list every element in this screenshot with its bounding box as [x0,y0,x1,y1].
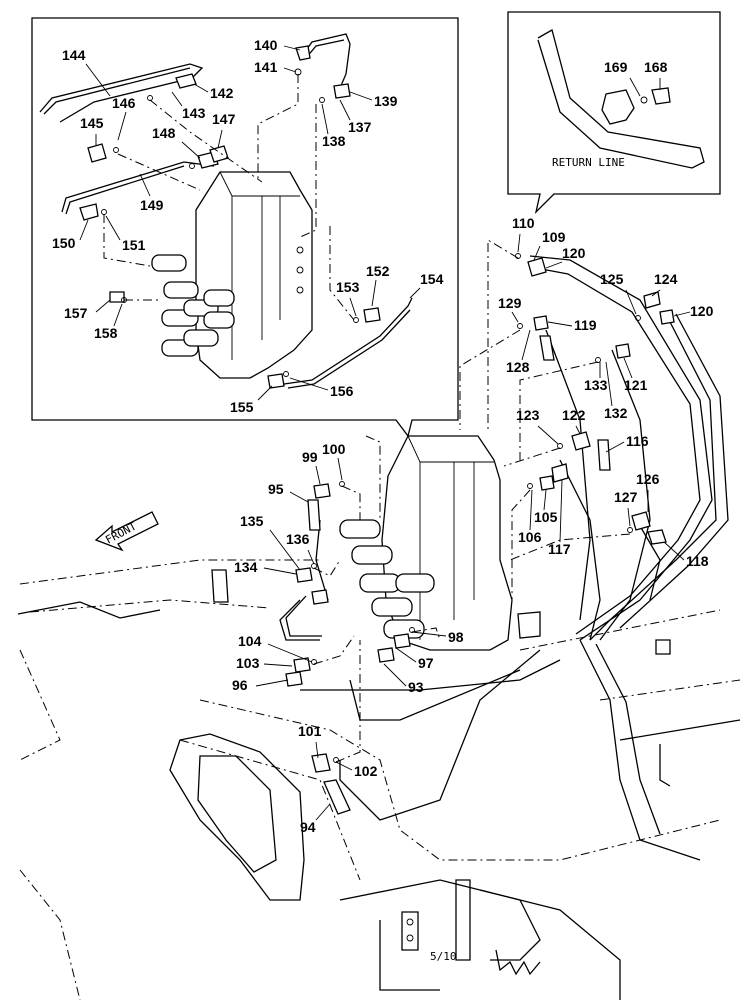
callout-128: 128 [506,359,530,375]
callout-142: 142 [210,85,234,101]
callout-133: 133 [584,377,608,393]
callout-110: 110 [512,215,535,231]
callout-106: 106 [518,529,542,545]
detail-frame-upper [31,17,459,438]
callout-151: 151 [122,237,146,253]
fittings-detail [79,45,381,389]
callout-139: 139 [374,93,398,109]
callout-149: 149 [140,197,164,213]
callout-134: 134 [234,559,258,575]
fittings-main [285,253,675,815]
callout-118: 118 [686,553,709,569]
callout-120-b: 120 [690,303,714,319]
callout-99: 99 [302,449,318,465]
callout-148: 148 [152,125,176,141]
callout-105: 105 [534,509,558,525]
callout-93: 93 [408,679,424,695]
page-reference: 5/10 [430,950,457,963]
callout-147: 147 [212,111,236,127]
callout-154: 154 [420,271,444,287]
leaders-detail [103,74,355,321]
pilot-pipes-detail [39,33,413,389]
callout-116: 116 [626,433,649,449]
callout-129: 129 [498,295,522,311]
callout-95: 95 [268,481,284,497]
valve-spools-detail [151,254,235,357]
callout-103: 103 [236,655,260,671]
machine-frame [17,559,741,1000]
callout-124: 124 [654,271,678,287]
callout-155: 155 [230,399,254,415]
callout-117: 117 [548,541,571,557]
callout-136: 136 [286,531,310,547]
callout-125: 125 [600,271,624,287]
callout-121: 121 [624,377,648,393]
callout-123: 123 [516,407,540,423]
callout-94: 94 [300,819,316,835]
callout-109: 109 [542,229,566,245]
callout-143: 143 [182,105,206,121]
callout-120: 120 [562,245,586,261]
control-valve-detail [151,171,313,379]
callout-122: 122 [562,407,586,423]
callout-152: 152 [366,263,390,279]
callout-146: 146 [112,95,136,111]
callout-144: 144 [62,47,86,63]
main-control-valve [339,435,513,651]
callout-127: 127 [614,489,638,505]
callout-126: 126 [636,471,660,487]
callout-102: 102 [354,763,378,779]
return-line-caption: RETURN LINE [552,156,625,169]
callout-104: 104 [238,633,262,649]
callout-96: 96 [232,677,248,693]
callout-156: 156 [330,383,354,399]
callout-100: 100 [322,441,346,457]
main-hoses [279,255,729,861]
callout-157: 157 [64,305,88,321]
callout-140: 140 [254,37,278,53]
callout-132: 132 [604,405,628,421]
callout-137: 137 [348,119,372,135]
callout-135: 135 [240,513,264,529]
callout-101: 101 [298,723,322,739]
callout-97: 97 [418,655,434,671]
callout-153: 153 [336,279,360,295]
callout-158: 158 [94,325,118,341]
callout-168: 168 [644,59,668,75]
callout-145: 145 [80,115,104,131]
callout-138: 138 [322,133,346,149]
callout-150: 150 [52,235,76,251]
callout-119: 119 [574,317,597,333]
callout-141: 141 [254,59,278,75]
callout-169: 169 [604,59,628,75]
part-callouts: 144 140 141 142 143 146 145 147 148 139 … [52,37,714,835]
detail-frame-return-line: RETURN LINE [507,11,721,215]
callout-98: 98 [448,629,464,645]
front-arrow: FRONT [94,511,159,552]
